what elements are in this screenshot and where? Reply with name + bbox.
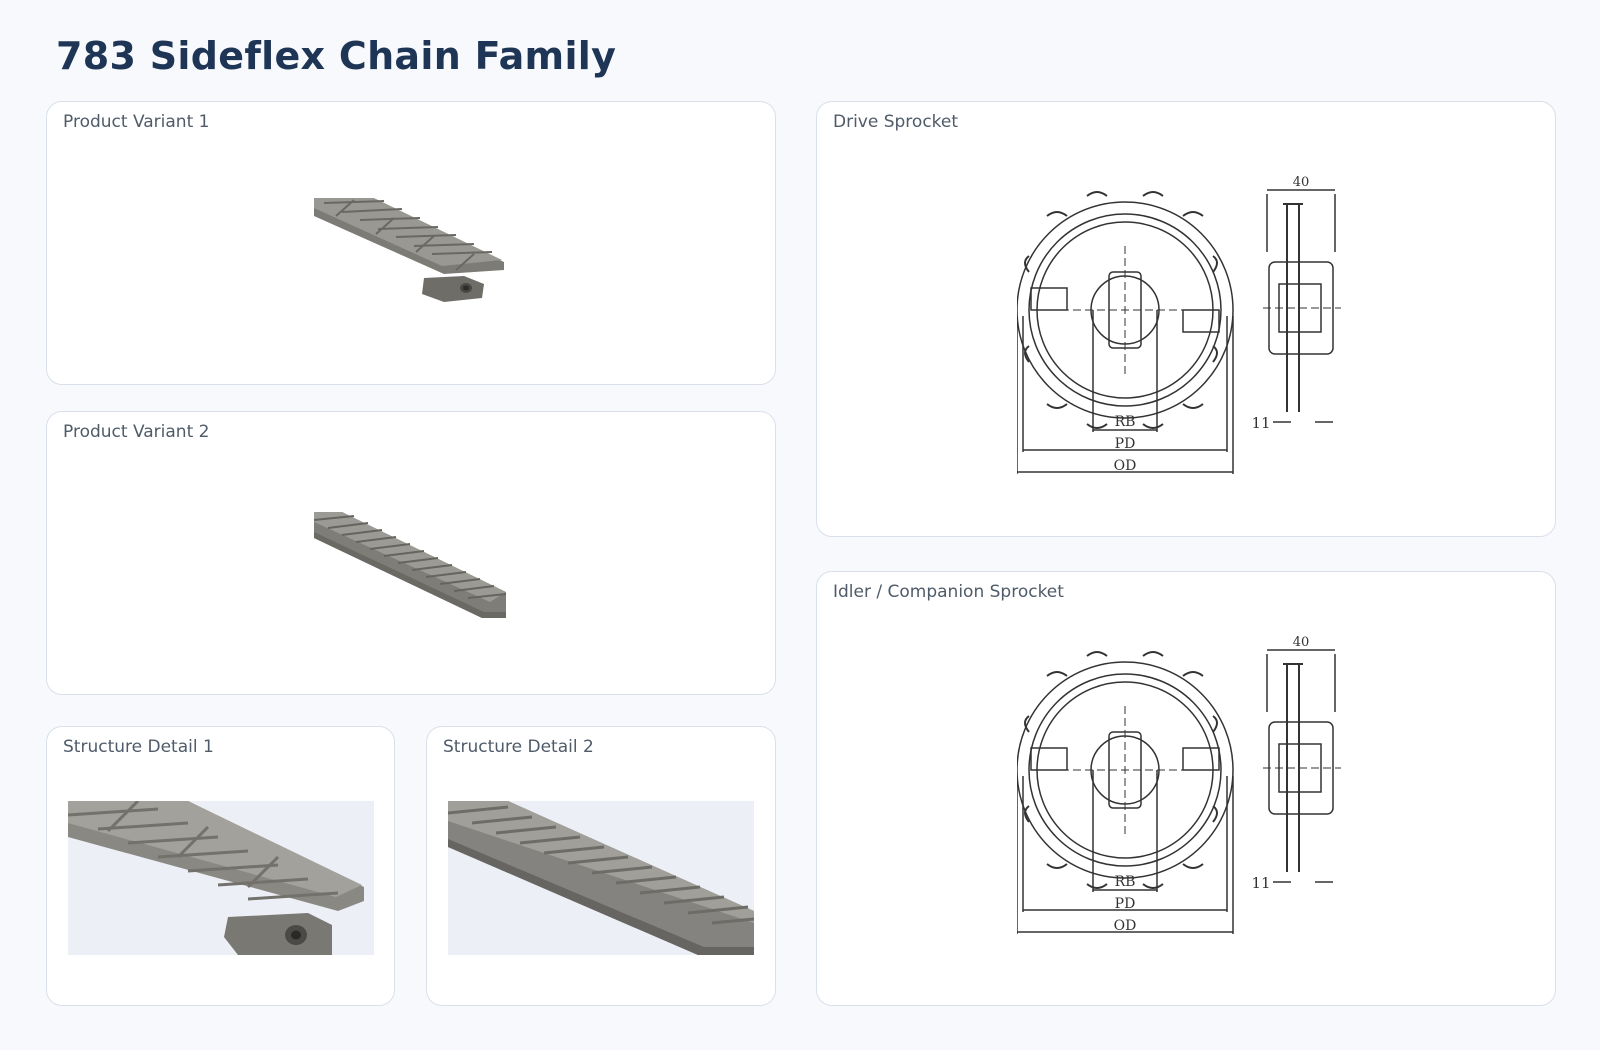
product-variant-1-card: Product Variant 1	[46, 101, 776, 385]
chain-closeup-detail-2	[448, 801, 754, 955]
rb-dimension-label: RB	[1115, 874, 1136, 890]
drive-sprocket-drawing: RB PD OD 40 11	[1017, 176, 1357, 486]
card-label: Idler / Companion Sprocket	[833, 582, 1064, 602]
pd-dimension-label: PD	[1115, 436, 1136, 452]
page-title: 783 Sideflex Chain Family	[56, 34, 617, 78]
rb-dimension-label: RB	[1115, 414, 1136, 430]
idler-sprocket-card: Idler / Companion Sprocket RB	[816, 571, 1556, 1006]
width-dimension-label: 40	[1293, 176, 1310, 190]
od-dimension-label: OD	[1114, 458, 1137, 474]
drive-sprocket-card: Drive Sprocket RB PD	[816, 101, 1556, 537]
idler-sprocket-drawing: RB PD OD 40 11	[1017, 636, 1357, 946]
card-label: Product Variant 1	[63, 112, 210, 132]
width-dimension-label: 40	[1293, 636, 1310, 650]
chain-photo-variant-2	[314, 512, 514, 622]
structure-detail-2-card: Structure Detail 2	[426, 726, 776, 1006]
card-label: Product Variant 2	[63, 422, 210, 442]
chain-photo-variant-1	[314, 198, 514, 310]
od-dimension-label: OD	[1114, 918, 1137, 934]
pd-dimension-label: PD	[1115, 896, 1136, 912]
hub-dimension-label: 11	[1251, 874, 1270, 892]
hub-dimension-label: 11	[1251, 414, 1270, 432]
card-label: Structure Detail 2	[443, 737, 594, 757]
product-variant-2-card: Product Variant 2	[46, 411, 776, 695]
chain-closeup-detail-1	[68, 801, 374, 955]
structure-detail-1-card: Structure Detail 1	[46, 726, 395, 1006]
card-label: Structure Detail 1	[63, 737, 214, 757]
card-label: Drive Sprocket	[833, 112, 959, 132]
